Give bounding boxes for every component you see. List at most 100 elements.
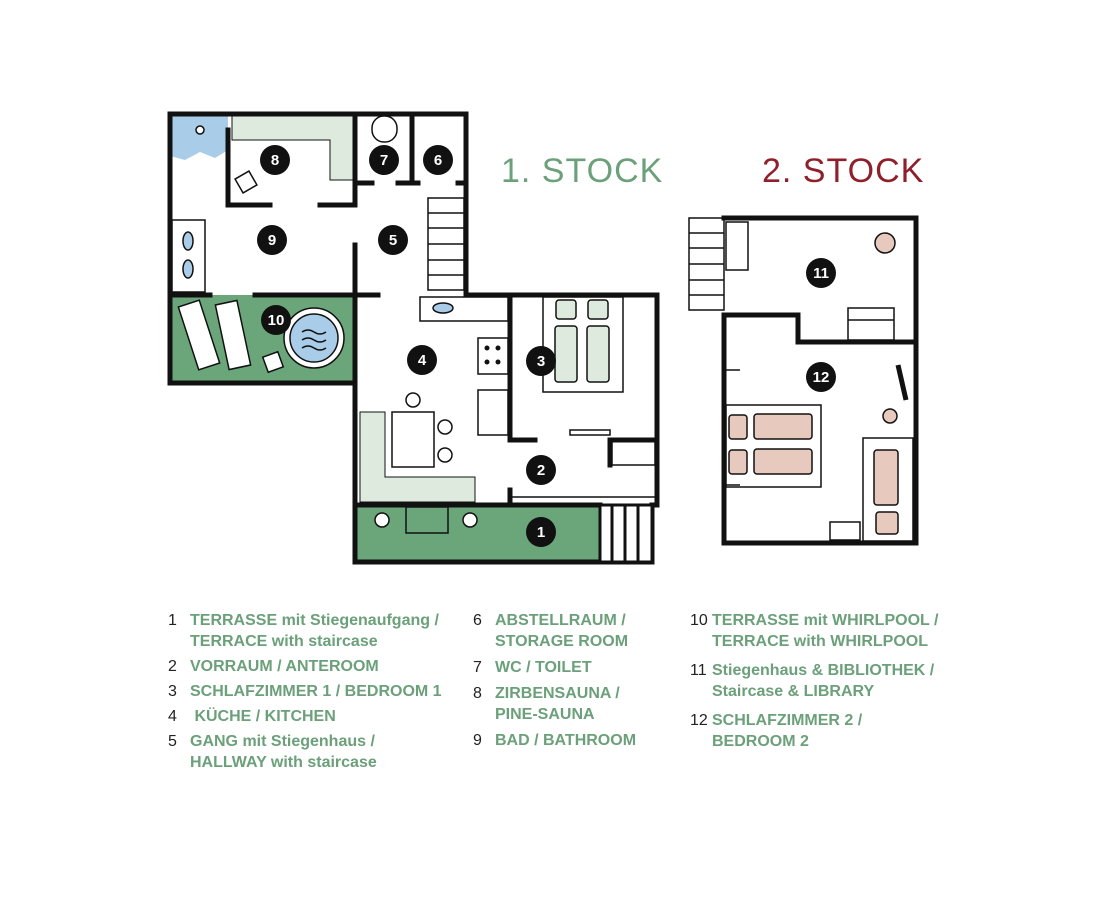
pillow <box>587 299 609 320</box>
water-wave <box>301 345 327 351</box>
room-badge-1: 1 <box>526 517 556 547</box>
pillow <box>728 449 748 475</box>
legend-label: ABSTELLRAUM /STORAGE ROOM <box>495 610 628 652</box>
legend-label-line: VORRAUM / ANTEROOM <box>190 658 379 675</box>
shower-drain-icon <box>195 125 205 135</box>
legend-item: 2 VORRAUM / ANTEROOM <box>168 656 442 677</box>
legend-number: 12 <box>690 712 708 729</box>
legend-label: SCHLAFZIMMER 1 / BEDROOM 1 <box>190 681 442 702</box>
toilet-bowl <box>371 115 398 143</box>
legend-label: GANG mit Stiegenhaus /HALLWAY with stair… <box>190 731 377 773</box>
legend-label-line: BAD / BATHROOM <box>495 732 637 749</box>
room-badge-2: 2 <box>526 455 556 485</box>
stove-burner <box>484 345 490 351</box>
room-badge-10: 10 <box>261 305 291 335</box>
legend-number: 2 <box>168 658 177 675</box>
wardrobe <box>611 439 656 466</box>
first-floor-title: 1. STOCK <box>501 152 664 190</box>
door <box>895 364 909 401</box>
stove <box>477 337 509 375</box>
wall <box>167 111 358 386</box>
kitchen-cabinet <box>477 389 509 436</box>
room-badge-label: 6 <box>434 152 442 169</box>
legend-label: SCHLAFZIMMER 2 /BEDROOM 2 <box>712 710 862 752</box>
legend-label-line: Staircase & LIBRARY <box>712 683 875 700</box>
round-table <box>874 232 896 254</box>
sofa-cushion <box>875 511 899 535</box>
legend-label-line: Stiegenhaus & BIBLIOTHEK / <box>712 662 935 679</box>
sauna-stove <box>234 170 258 194</box>
legend-label-line: SCHLAFZIMMER 2 / <box>712 712 863 729</box>
sun-lounger <box>177 299 221 371</box>
wall <box>721 312 919 345</box>
bath-water-area <box>170 114 228 160</box>
sauna-bench <box>231 113 356 181</box>
room-badge-label: 1 <box>537 524 545 541</box>
second-floor-plan <box>688 215 919 546</box>
room-badge-label: 3 <box>537 353 545 370</box>
stool <box>882 408 898 424</box>
room-badge-7: 7 <box>369 145 399 175</box>
legend-item: 9 BAD / BATHROOM <box>473 730 636 751</box>
wall <box>167 111 660 508</box>
desk <box>862 437 914 542</box>
sink <box>182 259 194 279</box>
sink <box>182 231 194 251</box>
room-badge-label: 2 <box>537 462 545 479</box>
duvet <box>586 325 610 383</box>
legend-number: 3 <box>168 683 177 700</box>
legend-item: 3 SCHLAFZIMMER 1 / BEDROOM 1 <box>168 681 442 702</box>
room-badge-11: 11 <box>806 258 836 288</box>
water-wave <box>301 337 327 343</box>
terrace-table <box>405 506 449 534</box>
legend-label: TERRASSE mit WHIRLPOOL /TERRACE with WHI… <box>712 610 938 652</box>
kitchen-worktop <box>419 296 509 322</box>
bathtub <box>171 219 206 293</box>
dining-table <box>391 411 435 468</box>
legend-label: Stiegenhaus & BIBLIOTHEK / Staircase & LI… <box>712 660 934 702</box>
room-badge-6: 6 <box>423 145 453 175</box>
room-badges: 1 2 3 4 5 6 7 8 9 10 11 12 <box>257 145 836 547</box>
legend-label-line: HALLWAY with staircase <box>190 754 377 771</box>
whirlpool-water <box>289 313 339 363</box>
sun-lounger <box>214 299 252 371</box>
pillow <box>555 299 577 320</box>
room-badge-label: 4 <box>418 352 427 369</box>
chair <box>437 419 453 435</box>
legend-label: ZIRBENSAUNA /PINE-SAUNA <box>495 683 620 725</box>
chair <box>437 447 453 463</box>
room-badge-8: 8 <box>260 145 290 175</box>
legend-number: 1 <box>168 612 177 629</box>
legend-label-line: PINE-SAUNA <box>495 706 595 723</box>
stove-burner <box>484 359 490 365</box>
first-floor-plan <box>167 111 660 565</box>
bookshelf <box>725 221 749 271</box>
water-wave <box>301 329 327 335</box>
pillow <box>728 414 748 440</box>
nightstand <box>829 521 861 541</box>
room-badge-label: 10 <box>268 312 285 329</box>
bench <box>847 307 895 341</box>
room-badge-label: 9 <box>268 232 276 249</box>
terrace-staircase-area <box>357 505 600 562</box>
legend-label: KÜCHE / KITCHEN <box>190 706 335 727</box>
room-badge-12: 12 <box>806 362 836 392</box>
legend-number: 11 <box>690 662 707 679</box>
legend-item: 11 Stiegenhaus & BIBLIOTHEK / Staircase & … <box>690 660 938 702</box>
legend-number: 9 <box>473 732 482 749</box>
stove-burner <box>495 345 501 351</box>
legend-label-line: SCHLAFZIMMER 1 / BEDROOM 1 <box>190 683 442 700</box>
duvet <box>753 448 813 475</box>
legend-label-line: WC / TOILET <box>495 659 592 676</box>
wall <box>721 215 919 546</box>
legend-item: 4 KÜCHE / KITCHEN <box>168 706 442 727</box>
duvet <box>753 413 813 440</box>
